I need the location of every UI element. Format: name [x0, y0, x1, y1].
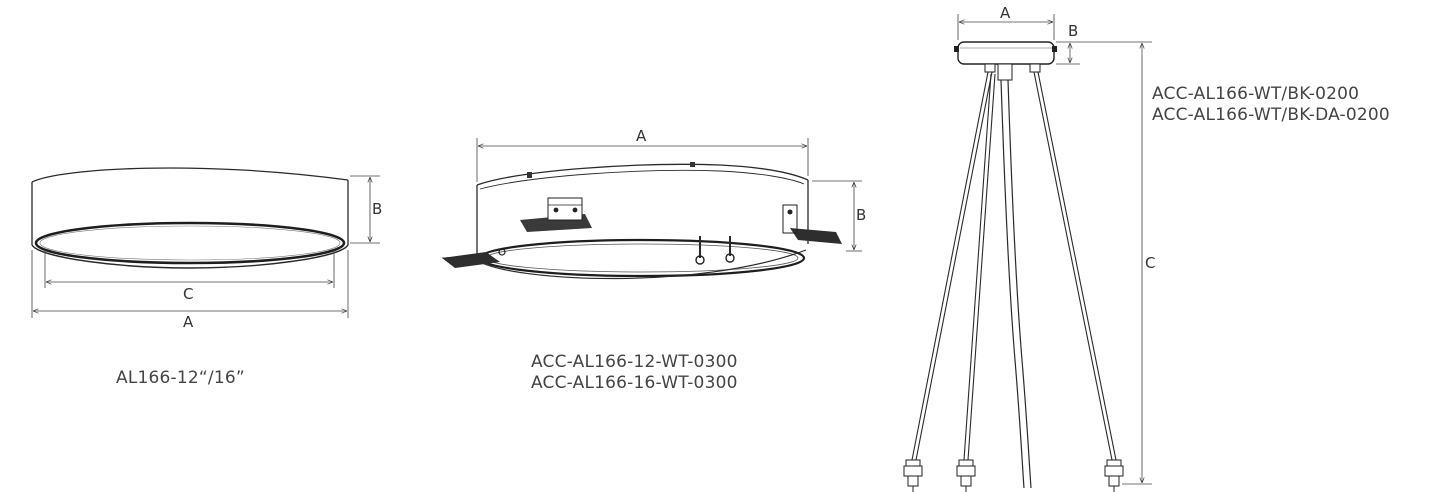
product-code: ACC-AL166-WT/BK-DA-0200 — [1152, 105, 1390, 125]
product-label-al166: AL166-12“/16” — [116, 368, 245, 389]
dim-label-b-2: B — [856, 206, 866, 224]
fixture-al166-drawing — [31, 167, 349, 269]
dim-label-b-1: B — [372, 200, 382, 218]
dim-label-a-1: A — [183, 313, 194, 331]
product-code: ACC-AL166-16-WT-0300 — [531, 373, 738, 393]
dim-label-c-1: C — [183, 285, 193, 303]
product-label-recessed-kit: ACC-AL166-12-WT-0300 ACC-AL166-16-WT-030… — [531, 352, 738, 394]
dim-label-b-3: B — [1068, 22, 1078, 40]
fixture-recessed-kit-drawing — [441, 162, 842, 280]
product-code: ACC-AL166-12-WT-0300 — [531, 352, 738, 372]
fixture-suspension-kit-drawing — [903, 41, 1124, 492]
product-code: ACC-AL166-WT/BK-0200 — [1152, 84, 1360, 104]
dimension-lines-al166 — [31, 175, 380, 318]
dimension-lines-suspension-kit — [957, 14, 1152, 485]
dim-label-a-3: A — [1000, 4, 1011, 22]
product-label-suspension-kit: ACC-AL166-WT/BK-0200 ACC-AL166-WT/BK-DA-… — [1152, 84, 1390, 126]
dim-label-a-2: A — [636, 127, 647, 145]
dim-label-c-3: C — [1145, 254, 1155, 272]
product-code: AL166-12“/16” — [116, 368, 245, 388]
dimension-lines-recessed-kit — [476, 138, 862, 252]
